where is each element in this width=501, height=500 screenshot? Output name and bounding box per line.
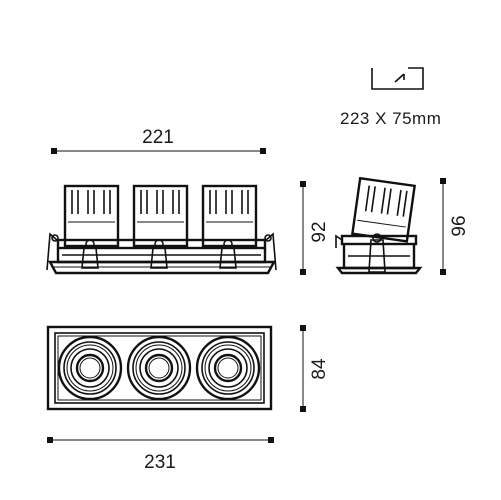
dim-bottom-width: 231 [144, 452, 176, 473]
dim-line-front-height [300, 181, 306, 275]
pivot-left [81, 239, 99, 269]
lens-left [57, 335, 123, 401]
dim-line-bottom-width [47, 437, 274, 443]
front-view [46, 184, 277, 275]
dim-line-top-width [51, 148, 266, 154]
lens-middle [126, 335, 192, 401]
cutout-symbol [371, 67, 424, 90]
plan-view [46, 325, 273, 411]
lens-right [195, 335, 261, 401]
heatsink-left [63, 184, 120, 248]
heatsink-middle [132, 184, 189, 248]
dim-front-height: 92 [309, 221, 330, 242]
dim-line-plan-height [300, 325, 306, 412]
side-view [335, 176, 423, 275]
dim-top-width: 221 [142, 127, 174, 148]
dim-plan-height: 84 [309, 358, 330, 380]
pivot-middle [150, 239, 168, 269]
dim-line-side-height [440, 178, 446, 275]
cutout-label: 223 X 75mm [340, 109, 441, 128]
dim-side-height: 96 [449, 215, 470, 236]
heatsink-right [201, 184, 258, 248]
pivot-right [219, 239, 237, 269]
